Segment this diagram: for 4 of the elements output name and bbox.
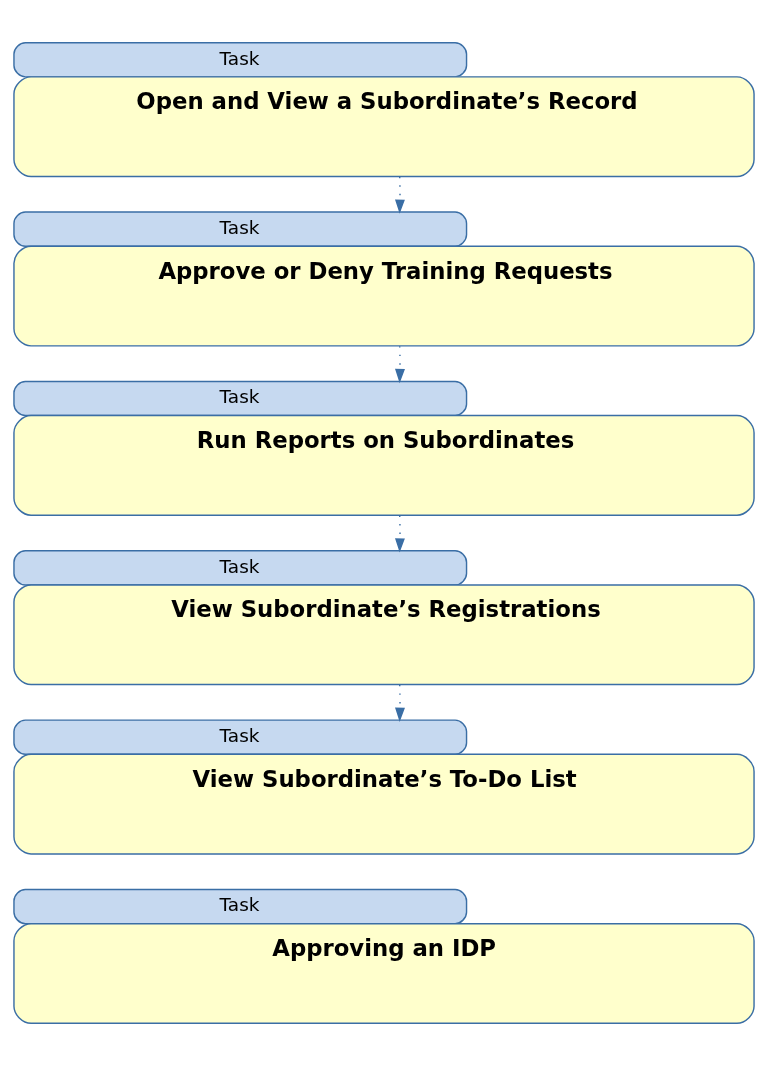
- arrow: [395, 684, 405, 722]
- arrow: [395, 176, 405, 214]
- arrow: [395, 514, 405, 553]
- arrow: [395, 345, 405, 384]
